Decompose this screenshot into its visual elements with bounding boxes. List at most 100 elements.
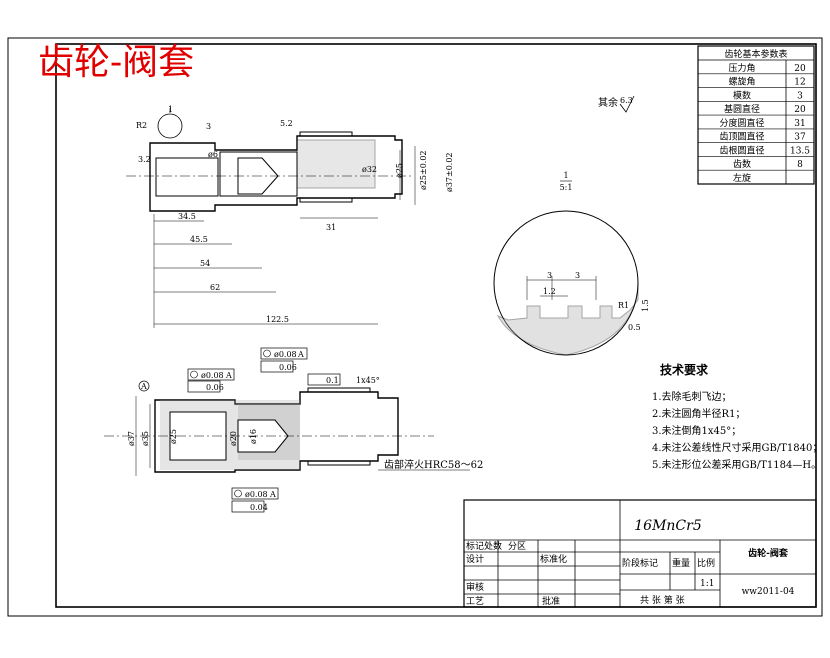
gear-param-value: 20: [794, 64, 806, 74]
outer-border: [7, 37, 823, 617]
detail-dim-1-5: 1.5: [641, 299, 650, 312]
concentricity-icon: [263, 349, 271, 358]
tech-req-item: 2.未注圆角半径R1；: [652, 407, 745, 420]
gear-param-value: 37: [794, 133, 806, 143]
label-process: 工艺: [466, 596, 484, 607]
dim-1: 1: [168, 105, 173, 114]
dim-3-2: 3.2: [138, 155, 151, 164]
dim-45-5: 45.5: [190, 235, 208, 244]
label-approve: 批准: [542, 595, 560, 607]
gdt-frame-1: ø0.08 A 0.06: [187, 368, 235, 393]
gear-param-label: 压力角: [728, 62, 755, 74]
gear-param-label: 螺旋角: [728, 76, 755, 88]
tech-requirements: 技术要求 1.去除毛刺飞边； 2.未注圆角半径R1； 3.未注倒角1x45°； 4.未…: [652, 362, 822, 471]
roughness-note-label: 其余: [598, 96, 618, 109]
gear-param-label: 模数: [733, 89, 751, 101]
top-view-dimensions: R2 1 3 5.2 3.2 ø6 ø32 31 34.5 45.5 54 62…: [136, 105, 454, 324]
label-mark: 标记: [466, 540, 484, 552]
dim-62: 62: [210, 283, 220, 292]
gdt4-runout: 0.04: [250, 503, 268, 512]
label-count: 处数: [484, 540, 502, 552]
gear-params-heading: 齿轮基本参数表: [724, 48, 787, 60]
tech-req-heading: 技术要求: [660, 362, 709, 377]
detail-dim-3a: 3: [547, 271, 552, 280]
gear-param-value: 8: [797, 160, 803, 170]
bv-d20: ø20: [229, 431, 238, 446]
tech-req-item: 4.未注公差线性尺寸采用GB/T1840；: [652, 441, 822, 454]
dim-34-5: 34.5: [178, 212, 196, 221]
gdt1-runout: 0.06: [206, 383, 224, 392]
label-standardize: 标准化: [540, 553, 567, 565]
detail-view: 1 5:1 3 3 1.2 0.5 R1 1.5: [493, 171, 650, 356]
datum-a-icon: [138, 380, 150, 392]
gear-param-label: 基圆直径: [724, 103, 760, 115]
label-sheets: 共 张 第 张: [640, 594, 685, 606]
detail-dim-1-2: 1.2: [543, 287, 556, 296]
bv-d16: ø16: [249, 429, 258, 444]
detail-dim-r1: R1: [618, 301, 629, 310]
gdt1-tol: ø0.08: [201, 371, 224, 380]
label-scale: 比例: [697, 557, 715, 569]
gear-param-label: 齿顶圆直径: [719, 131, 764, 143]
inner-border: [55, 43, 817, 608]
title-block-text: 16MnCr5 齿轮-阀套 ww2011-04 1:1 标记 处数 分区 设计 …: [466, 518, 795, 607]
gear-param-label: 分度圆直径: [719, 117, 764, 129]
drawing-no: ww2011-04: [742, 587, 795, 597]
label-zone: 分区: [508, 541, 526, 552]
part-name: 齿轮-阀套: [748, 547, 789, 559]
dim-d37-tol: ø37±0.02: [445, 152, 454, 192]
roughness-note: 其余 6.3: [598, 95, 635, 113]
gdt2-tol: ø0.08: [274, 350, 297, 359]
label-stage-mark: 阶段标记: [622, 557, 658, 569]
dim-5-2: 5.2: [280, 119, 293, 128]
gdt4-datum: A: [269, 490, 276, 499]
detail-dim-3b: 3: [575, 271, 580, 280]
concentricity-icon: [234, 489, 242, 498]
roughness-note-value: 6.3: [620, 96, 633, 105]
gdt-frame-4: ø0.08 A 0.04: [231, 487, 279, 513]
tech-req-item: 3.未注倒角1x45°；: [652, 424, 741, 437]
dim-31: 31: [326, 223, 336, 232]
roughness-symbol-icon: [619, 95, 635, 113]
dim-122-5: 122.5: [266, 315, 289, 324]
dim-54: 54: [200, 259, 210, 268]
gear-param-value: 3: [797, 91, 803, 101]
dim-3: 3: [206, 122, 211, 131]
tech-req-item: 5.未注形位公差采用GB/T1184—H。: [652, 458, 821, 471]
material: 16MnCr5: [634, 518, 702, 534]
gear-param-label: 齿根圆直径: [719, 144, 764, 156]
dim-d25-tol: ø25±0.02: [419, 150, 428, 190]
bottom-view-annotations: ø0.08 A 0.06 ø0.08 A 0.06 0.1 ø0.08 A 0.…: [127, 347, 483, 513]
chamfer-note: 1x45°: [356, 376, 380, 385]
gdt4-tol: ø0.08: [245, 490, 268, 499]
label-review: 审核: [466, 581, 484, 593]
gdt-frame-3: 0.1: [307, 373, 341, 386]
gdt2-datum: A: [297, 350, 304, 359]
bottom-section-view: [104, 387, 434, 476]
gdt-frame-2: ø0.08 A 0.06: [260, 347, 308, 373]
tech-req-item: 1.去除毛刺飞边；: [652, 390, 732, 403]
bv-d37: ø37: [127, 431, 136, 446]
label-weight: 重量: [672, 557, 690, 569]
gdt3-runout: 0.1: [326, 376, 339, 385]
label-design: 设计: [466, 553, 484, 565]
datum-a: A: [140, 382, 147, 391]
gdt1-datum: A: [225, 371, 232, 380]
gear-param-value: 20: [794, 105, 806, 115]
scale-value: 1:1: [700, 579, 714, 589]
detail-label-den: 5:1: [560, 183, 573, 192]
detail-label-num: 1: [563, 171, 568, 180]
gear-param-label: 齿数: [733, 158, 751, 170]
bv-d25: ø25: [169, 429, 178, 444]
top-section-view: [126, 108, 416, 328]
dim-r2: R2: [136, 121, 147, 130]
gear-param-label: 左旋: [733, 172, 751, 184]
title-block: [463, 499, 817, 608]
drawing-title: 齿轮-阀套: [38, 42, 194, 83]
gear-param-value: 12: [794, 78, 805, 88]
surface-treatment-note: 齿部淬火HRC58～62: [384, 458, 483, 471]
detail-dim-0-5: 0.5: [628, 323, 641, 332]
